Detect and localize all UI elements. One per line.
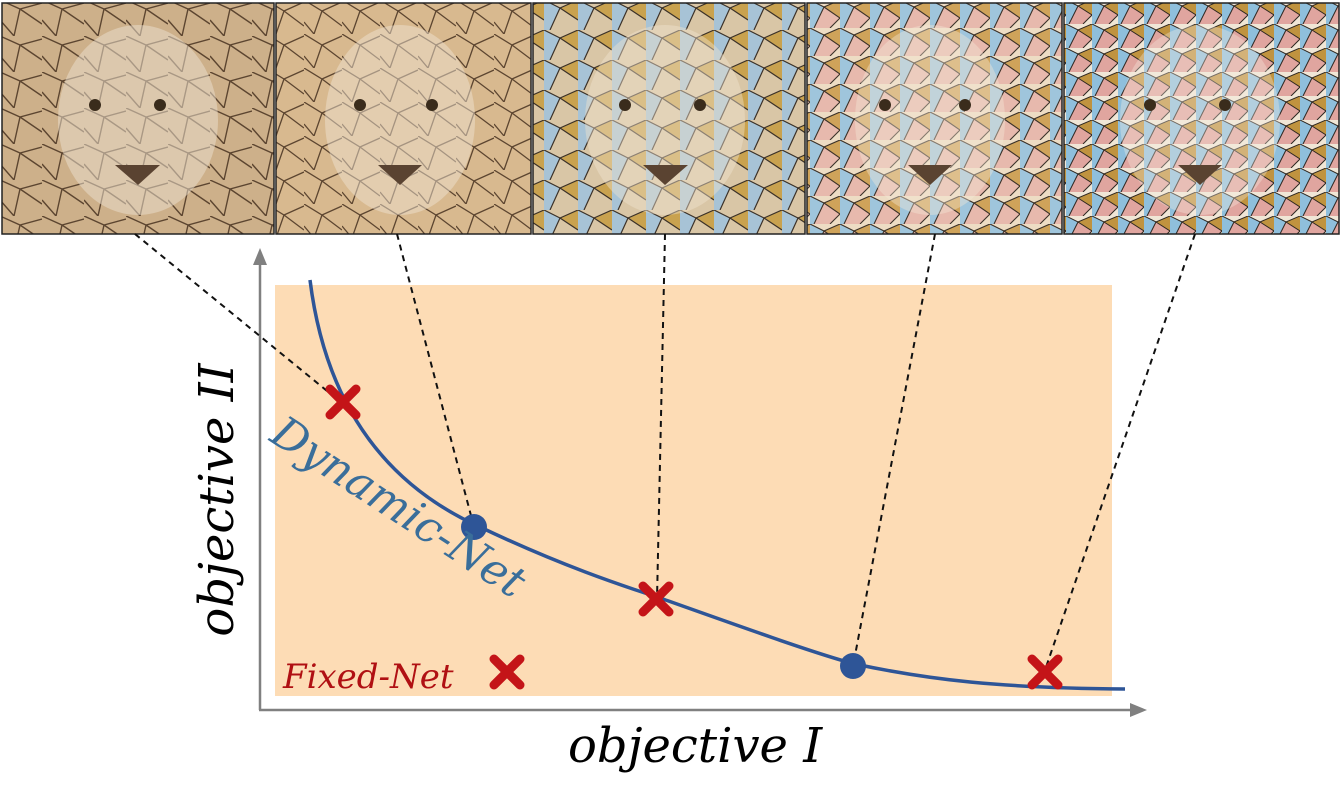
leader-lines [134, 233, 1196, 674]
x-axis-arrow-icon [1130, 703, 1147, 717]
y-axis-arrow-icon [253, 248, 267, 265]
x-axis-label: objective I [568, 718, 823, 774]
fixed-net-legend-cross-icon [489, 654, 525, 690]
leader-line-3 [656, 233, 666, 600]
y-axis [253, 248, 267, 710]
leader-line-4 [852, 233, 936, 667]
thumbnail-1 [1, 2, 275, 235]
dynamic-net-point-2 [840, 653, 866, 679]
fixed-net-cross-icon [325, 384, 361, 420]
fixed-net-cross-icon [638, 581, 674, 617]
thumbnail-2 [275, 2, 532, 235]
leader-line-5 [1043, 233, 1196, 674]
x-axis [259, 703, 1147, 717]
y-axis-label: objective II [189, 362, 245, 636]
fixed-net-label: Fixed-Net [282, 657, 454, 697]
thumbnail-5 [1063, 2, 1340, 235]
fixed-net-cross-icon [1027, 654, 1063, 690]
dynamic-net-point-1 [461, 514, 487, 540]
thumbnail-3 [532, 2, 806, 235]
feasible-region [275, 285, 1112, 696]
thumbnail-4 [806, 2, 1063, 235]
leader-line-1 [134, 233, 344, 405]
